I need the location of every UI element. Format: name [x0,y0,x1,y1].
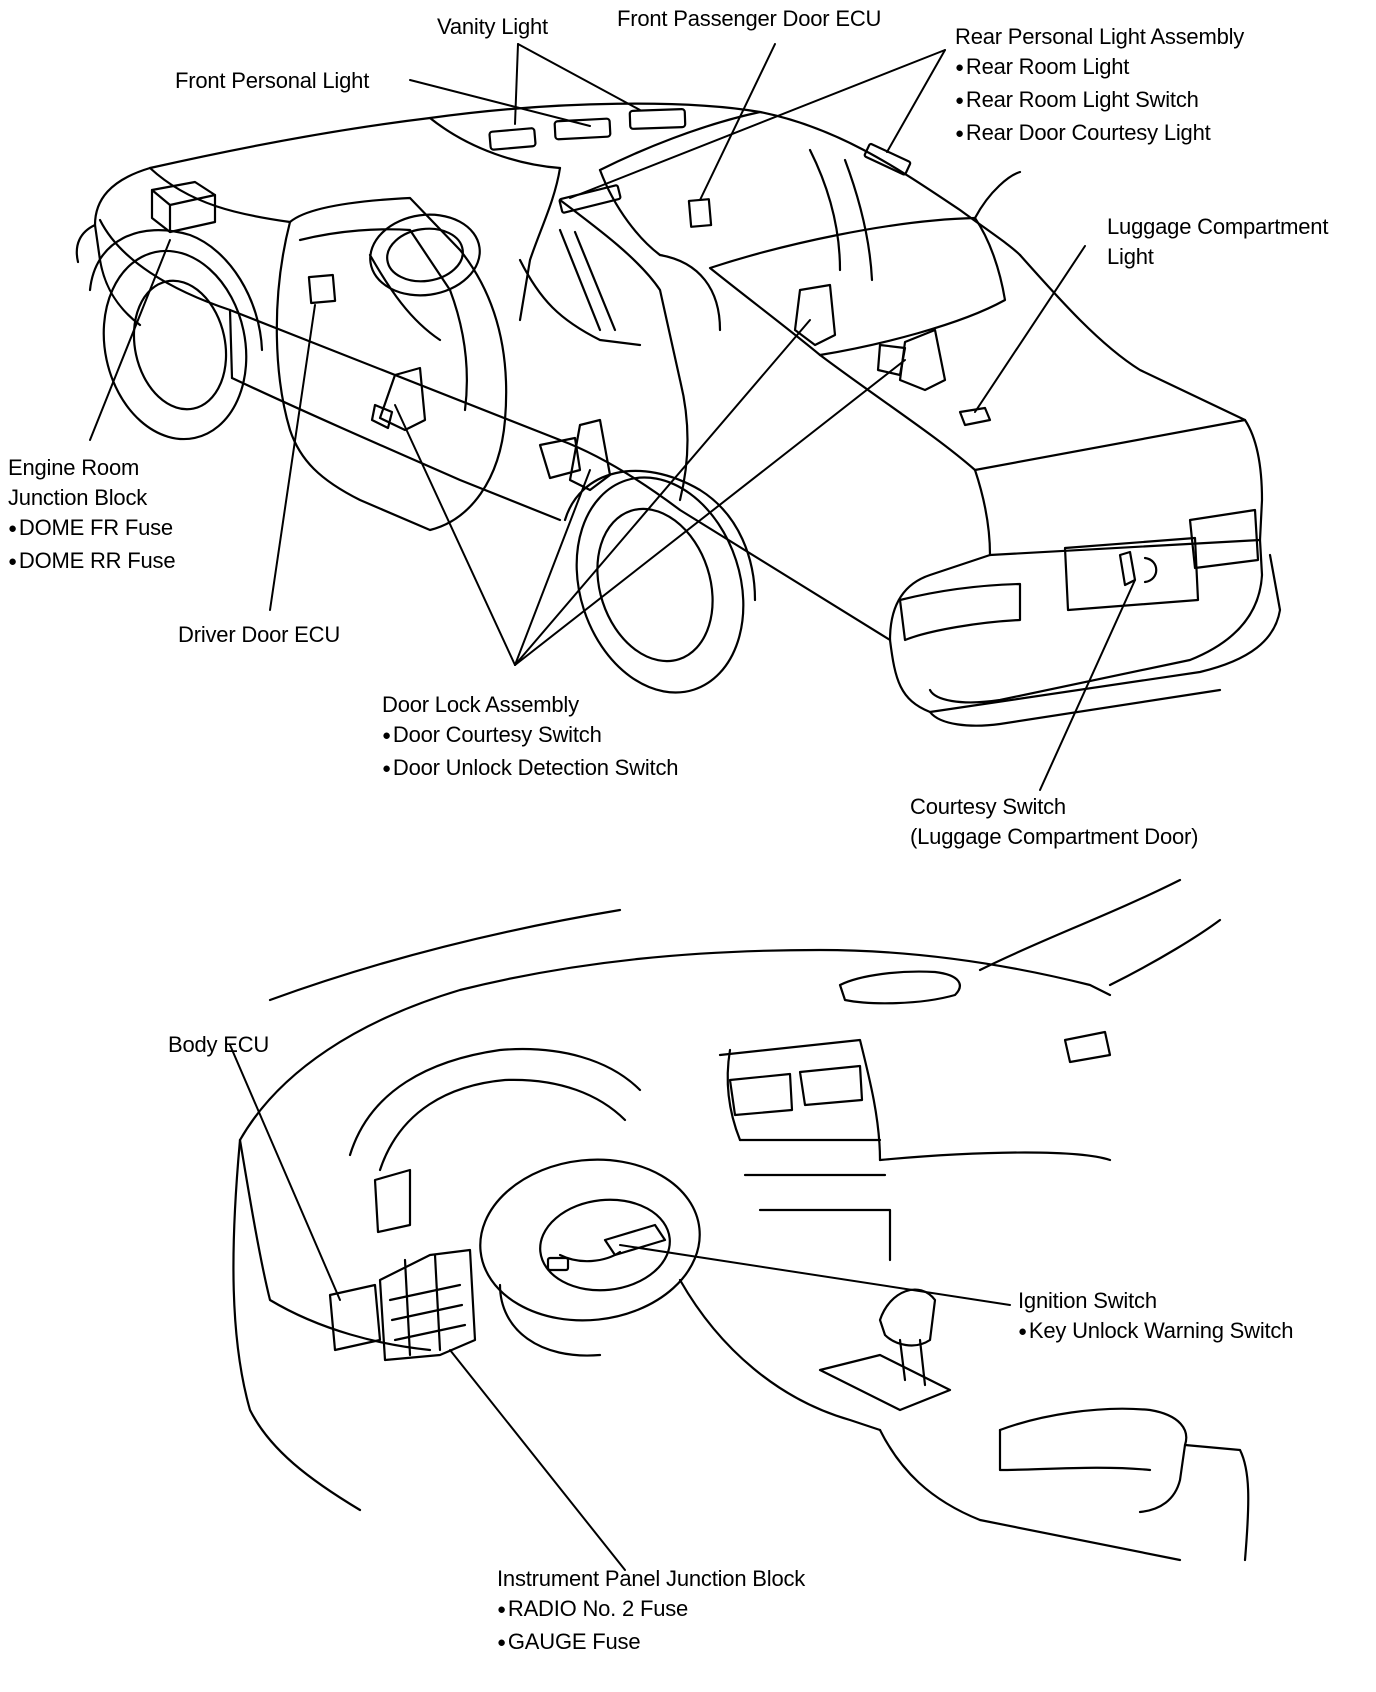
luggage-compartment-light-label: Luggage Compartment Light [1107,212,1328,272]
rear-personal-light-assembly-label: Rear Personal Light Assembly Rear Room L… [955,22,1244,151]
leader-lines-top [89,43,1136,791]
door-courtesy-switch-item: Door Courtesy Switch [382,720,678,753]
radio-no2-fuse-item: RADIO No. 2 Fuse [497,1594,805,1627]
courtesy-switch-line-1: Courtesy Switch [910,794,1066,819]
car-body-drawing [75,102,1282,727]
front-personal-light-label: Front Personal Light [175,68,370,93]
rear-personal-light-assembly-title: Rear Personal Light Assembly [955,24,1245,49]
engine-room-junction-block-label: Engine Room Junction Block DOME FR Fuse … [8,453,176,579]
front-passenger-door-ecu-label: Front Passenger Door ECU [617,6,882,31]
key-unlock-warning-switch-item: Key Unlock Warning Switch [1018,1316,1294,1349]
engine-room-junction-block-line-2: Junction Block [8,485,148,510]
engine-room-junction-block-line-1: Engine Room [8,455,140,480]
luggage-compartment-light-line-2: Light [1107,244,1154,269]
vanity-light-label: Vanity Light [437,14,548,39]
door-lock-assembly-label: Door Lock Assembly Door Courtesy Switch … [382,690,678,786]
instrument-panel-drawing [232,878,1250,1562]
dome-rr-fuse-item: DOME RR Fuse [8,546,176,579]
rear-room-light-item: Rear Room Light [955,52,1244,85]
instrument-panel-junction-block-label: Instrument Panel Junction Block RADIO No… [497,1564,805,1660]
instrument-panel-junction-block-title: Instrument Panel Junction Block [497,1566,806,1591]
ignition-switch-label: Ignition Switch Key Unlock Warning Switc… [1018,1286,1293,1349]
rear-door-courtesy-light-item: Rear Door Courtesy Light [955,118,1244,151]
ignition-switch-title: Ignition Switch [1018,1288,1157,1313]
door-unlock-detection-switch-item: Door Unlock Detection Switch [382,753,679,786]
luggage-compartment-light-line-1: Luggage Compartment [1107,214,1329,239]
courtesy-switch-line-2: (Luggage Compartment Door) [910,824,1199,849]
driver-door-ecu-label: Driver Door ECU [178,622,341,647]
leader-lines-bottom [229,1044,1011,1571]
dome-fr-fuse-item: DOME FR Fuse [8,513,175,546]
courtesy-switch-label: Courtesy Switch (Luggage Compartment Doo… [910,792,1198,852]
gauge-fuse-item: GAUGE Fuse [497,1627,805,1660]
body-ecu-label: Body ECU [168,1032,270,1057]
rear-room-light-switch-item: Rear Room Light Switch [955,85,1244,118]
door-lock-assembly-title: Door Lock Assembly [382,692,579,717]
